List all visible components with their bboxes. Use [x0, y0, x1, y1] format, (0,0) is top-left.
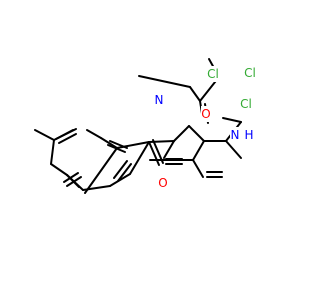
single-bond	[50, 163, 68, 176]
atom-label-amide-hydrogen: H	[244, 128, 253, 142]
atom-label-background	[158, 175, 168, 191]
bond-layer	[34, 58, 242, 194]
single-bond	[129, 141, 150, 175]
single-bond	[192, 159, 204, 178]
single-bond	[34, 129, 55, 141]
double-bond	[113, 160, 128, 179]
single-bond	[188, 125, 205, 142]
double-bond	[66, 176, 82, 187]
double-bond	[107, 144, 126, 153]
double-bond	[148, 141, 160, 166]
atom-label-background	[238, 96, 254, 112]
double-bond	[117, 163, 132, 182]
single-bond	[86, 129, 102, 139]
atom-label-carbonyl-oxygen: O	[201, 107, 210, 121]
single-bond	[225, 140, 242, 159]
atom-label-cl-right: Cl	[240, 97, 252, 111]
atom-label-background	[201, 106, 211, 122]
single-bond	[163, 140, 175, 159]
atom-label-amide-nitrogen: N	[231, 128, 240, 142]
single-bond	[138, 75, 191, 88]
single-bond	[192, 140, 205, 161]
double-bond	[109, 140, 128, 149]
atom-label-background	[154, 92, 164, 108]
single-bond	[100, 137, 118, 149]
single-bond	[84, 147, 118, 194]
single-bond	[222, 117, 242, 123]
single-bond	[82, 185, 111, 191]
single-bond	[189, 86, 201, 102]
atom-label-cl-top-left: Cl	[207, 67, 219, 81]
single-bond	[50, 139, 55, 165]
double-bond	[152, 139, 164, 164]
double-bond	[58, 133, 77, 144]
single-bond	[173, 125, 190, 142]
atom-label-oxazole-oxygen: O	[158, 176, 167, 190]
atom-label-background	[205, 66, 221, 82]
double-bond	[55, 129, 74, 140]
atom-label-cl-top-right: Cl	[244, 66, 256, 80]
atom-label-oxazole-nitrogen: N	[155, 93, 164, 107]
double-bond	[63, 172, 79, 183]
atom-label-background	[230, 127, 240, 143]
atom-label-background	[244, 127, 254, 143]
atom-label-background	[242, 65, 258, 81]
